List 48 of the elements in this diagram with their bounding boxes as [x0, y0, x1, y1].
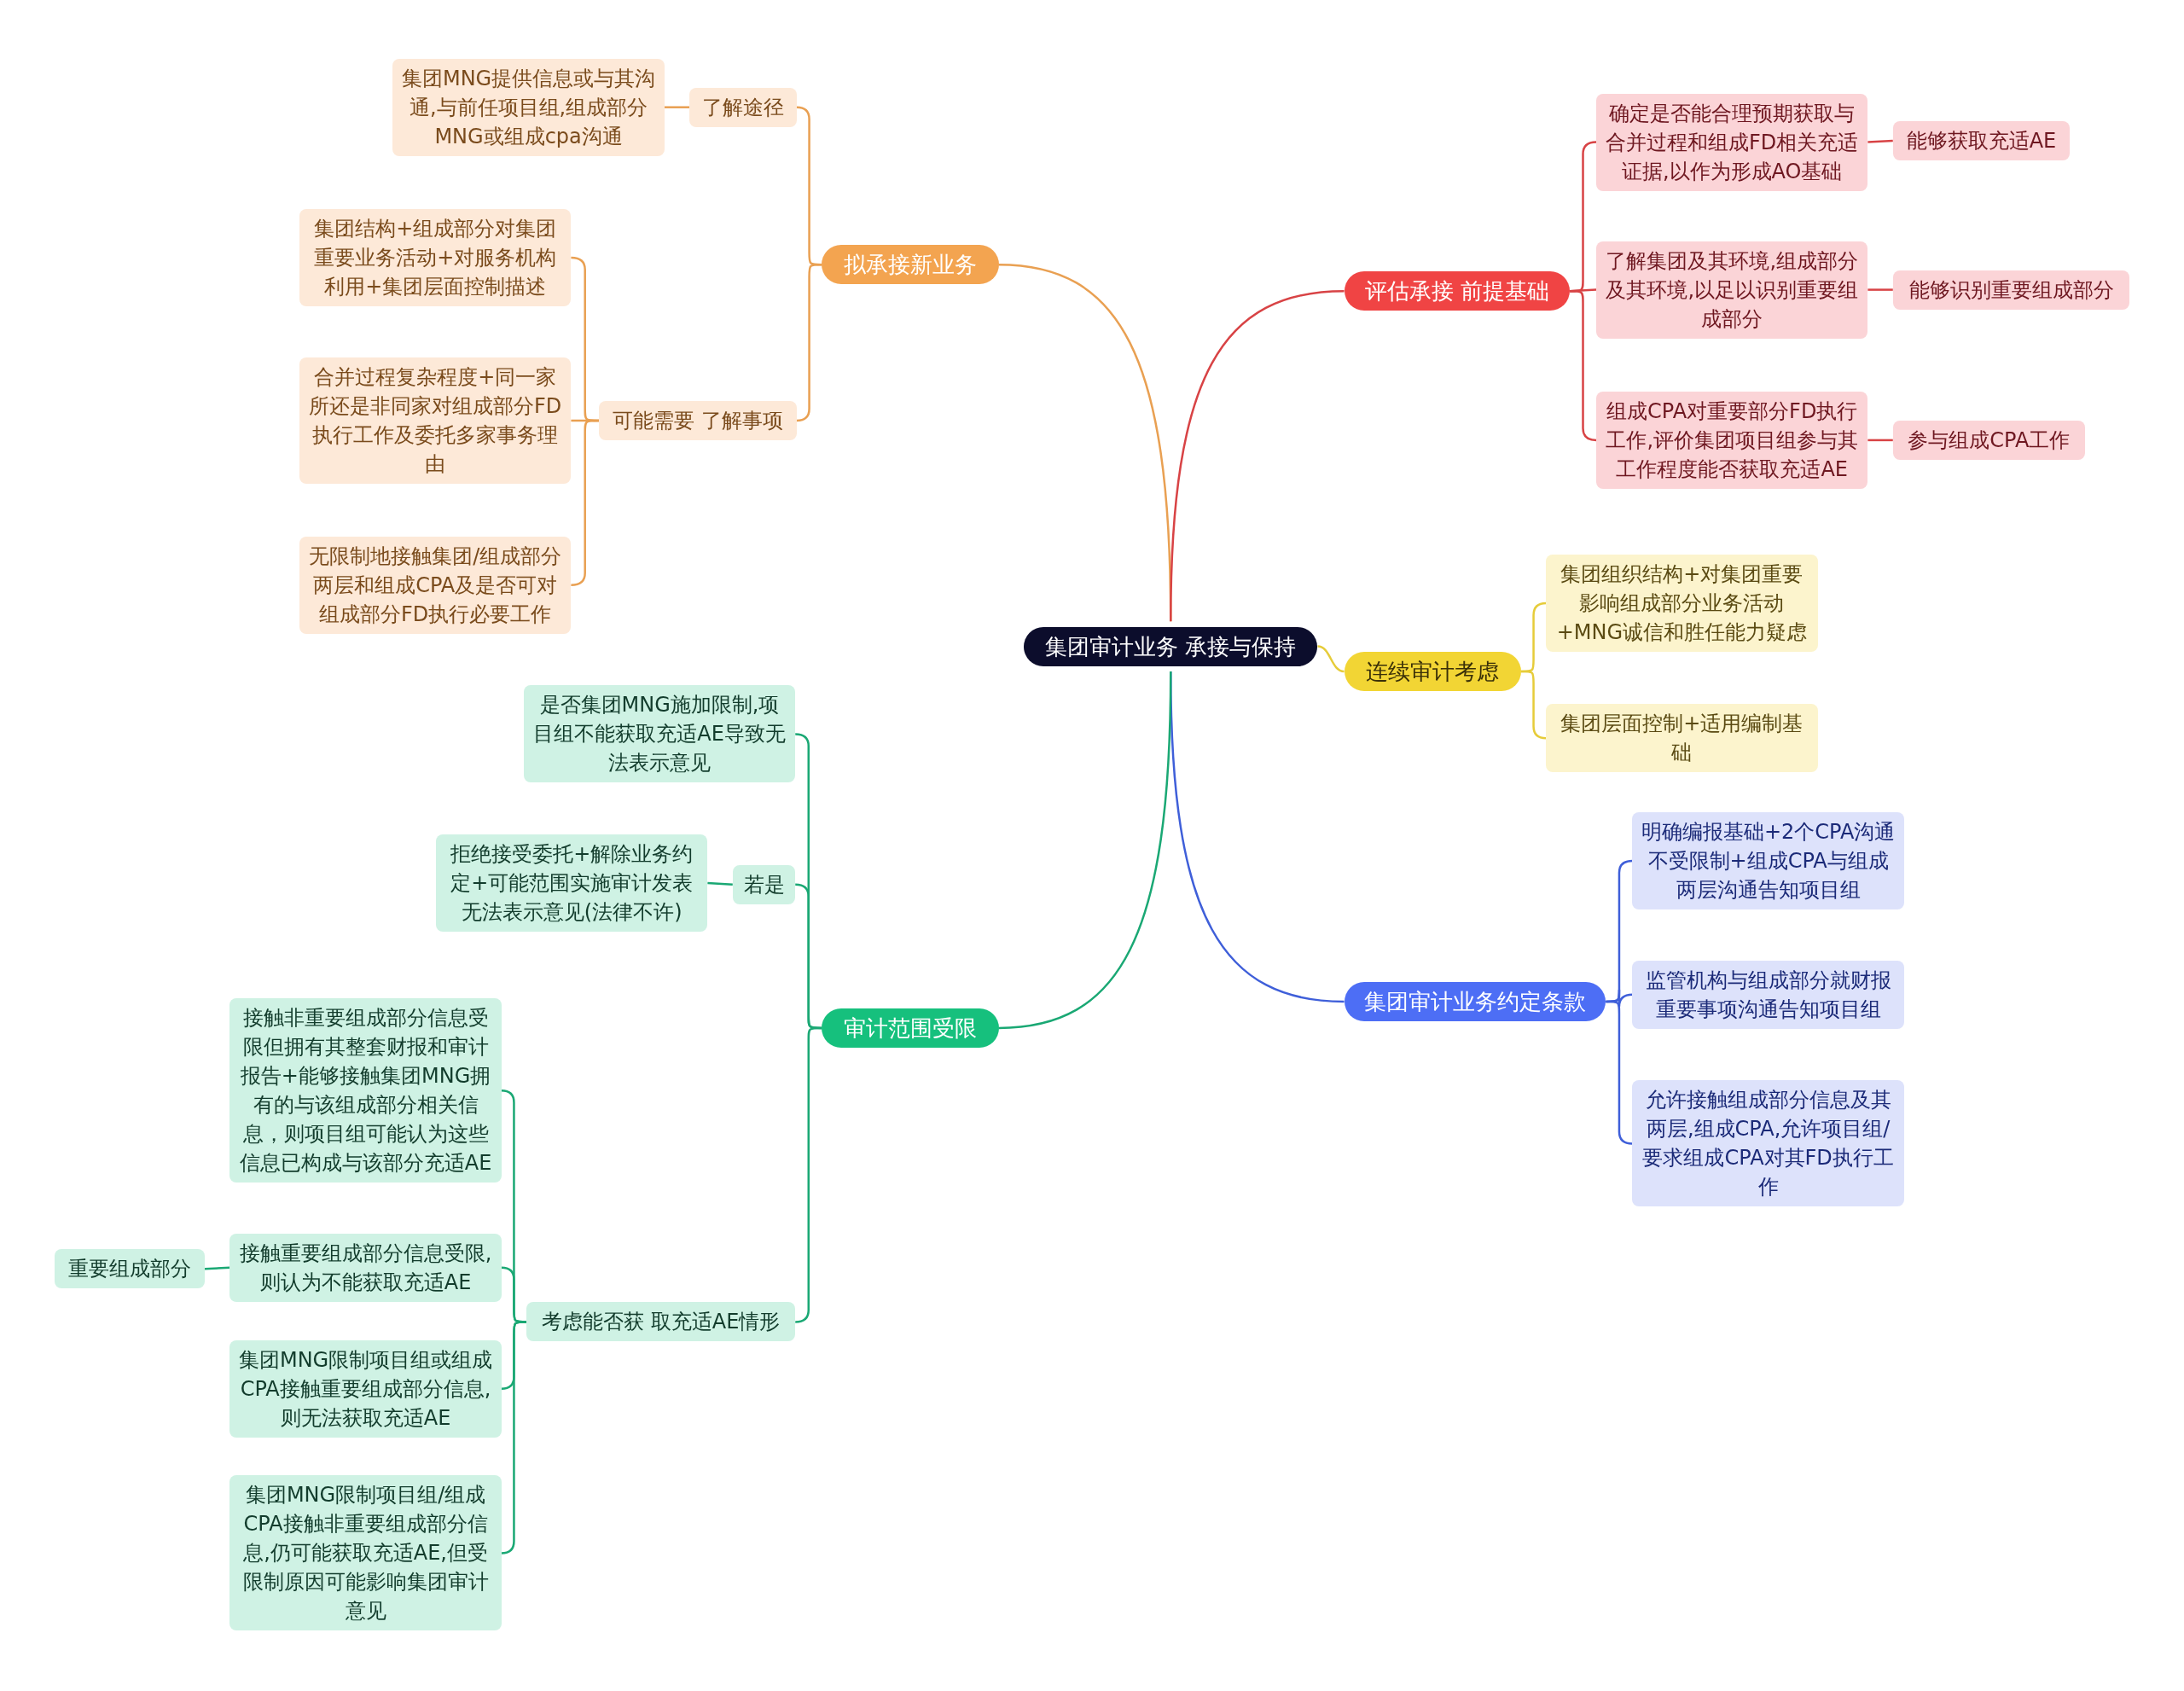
topic-box: 监管机构与组成部分就财报重要事项沟通告知项目组: [1632, 960, 1904, 1029]
connector-line: [795, 1026, 822, 1323]
connector-line: [1867, 139, 1893, 143]
topic-box: 能够获取充适AE: [1892, 120, 2071, 160]
topic-box: 合并过程复杂程度+同一家所还是非同家对组成部分FD执行工作及委托多家事务理由: [299, 357, 572, 485]
connector-line: [707, 881, 733, 886]
branch-topic: 评估承接 前提基础: [1344, 271, 1570, 311]
topic-box: 集团组织结构+对集团重要影响组成部分业务活动+MNG诚信和胜任能力疑虑: [1546, 554, 1818, 652]
topic-box: 可能需要 了解事项: [599, 401, 797, 441]
connector-line: [501, 1321, 527, 1554]
topic-box: 接触重要组成部分信息受限,则认为不能获取充适AE: [229, 1233, 502, 1302]
topic-box: 若是: [732, 864, 796, 904]
connector-line: [1520, 670, 1547, 740]
topic-box: 集团MNG限制项目组/组成CPA接触非重要组成部分信息,仍可能获取充适AE,但受限制原因可能影响集团审计意见: [229, 1475, 502, 1631]
topic-box: 集团MNG提供信息或与其沟通,与前任项目组,组成部分MNG或组成cpa沟通: [392, 58, 665, 156]
topic-box: 集团MNG限制项目组或组成CPA接触重要组成部分信息,则无法获取充适AE: [229, 1339, 502, 1438]
topic-box: 集团结构+组成部分对集团重要业务活动+对服务机构利用+集团层面控制描述: [299, 209, 572, 307]
connector-line: [664, 106, 690, 108]
topic-box: 拒绝接受委托+解除业务约定+可能范围实施审计发表无法表示意见(法律不许): [436, 834, 708, 933]
branch-topic: 拟承接新业务: [822, 245, 999, 285]
topic-box: 考虑能否获 取充适AE情形: [526, 1302, 796, 1342]
connector-line: [1606, 1000, 1633, 1145]
connector-line: [204, 1266, 230, 1270]
topic-box: 参与组成CPA工作: [1892, 420, 2086, 460]
topic-box: 明确编报基础+2个CPA沟通不受限制+组成CPA与组成两层沟通告知项目组: [1632, 811, 1904, 909]
connector-line: [1867, 439, 1893, 442]
branch-topic: 集团审计业务约定条款: [1344, 981, 1606, 1021]
connector-line: [998, 671, 1172, 1030]
topic-box: 无限制地接触集团/组成部分两层和组成CPA及是否可对组成部分FD执行必要工作: [299, 536, 572, 634]
connector-line: [571, 419, 600, 586]
topic-box: 接触非重要组成部分信息受限但拥有其整套财报和审计报告+能够接触集团MNG拥有的与该组成部分相关信息，则项目组可能认为这些信息已构成与该部分充适AE: [229, 998, 502, 1183]
connector-line: [1570, 289, 1597, 442]
topic-box: 重要组成部分: [54, 1249, 205, 1289]
branch-topic: 连续审计考虑: [1344, 651, 1521, 691]
topic-box: 能够识别重要组成部分: [1892, 270, 2130, 310]
topic-box: 是否集团MNG施加限制,项目组不能获取充适AE导致无法表示意见: [523, 685, 796, 783]
topic-box: 集团层面控制+适用编制基础: [1546, 704, 1818, 773]
topic-box: 组成CPA对重要部分FD执行工作,评价集团项目组参与其工作程度能否获取充适AE: [1596, 391, 1868, 489]
connector-line: [1170, 289, 1345, 622]
connector-line: [796, 263, 822, 422]
connector-line: [1867, 288, 1893, 291]
branch-topic: 审计范围受限: [822, 1008, 999, 1048]
topic-box: 允许接触组成部分信息及其两层,组成CPA,允许项目组/要求组成CPA对其FD执行工作: [1632, 1080, 1904, 1207]
topic-box: 了解集团及其环境,组成部分及其环境,以足以识别重要组成部分: [1596, 241, 1868, 339]
topic-box: 了解途径: [689, 87, 797, 127]
topic-box: 确定是否能合理预期获取与合并过程和组成FD相关充适证据,以作为形成AO基础: [1596, 93, 1868, 191]
central-topic: 集团审计业务 承接与保持: [1024, 626, 1318, 666]
connector-line: [1317, 645, 1345, 673]
